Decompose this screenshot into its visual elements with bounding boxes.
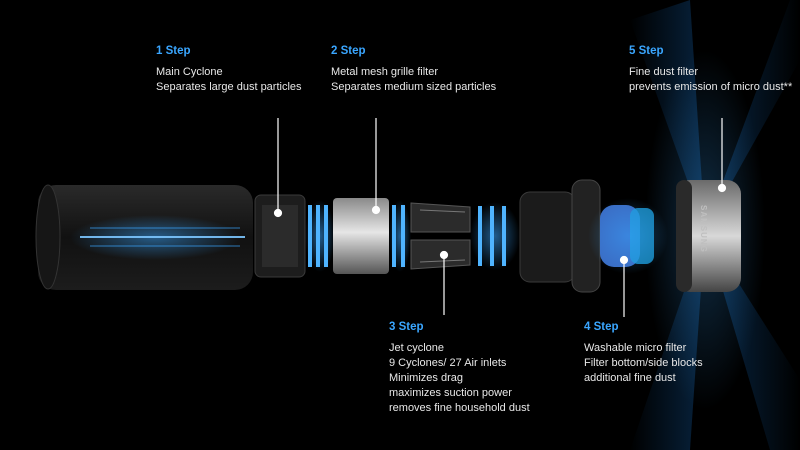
step-1-line-2: Separates large dust particles <box>156 81 302 93</box>
step-1-title: 1 Step <box>156 45 191 57</box>
blue-air-fins-3 <box>470 202 520 270</box>
fine-dust-filter <box>676 180 741 292</box>
main-cyclone-part <box>254 194 306 278</box>
step-1-line-1: Main Cyclone <box>156 66 223 78</box>
samsung-logo: SAMSUNG <box>699 205 708 253</box>
step-3-title: 3 Step <box>389 321 424 333</box>
step-2-title: 2 Step <box>331 45 366 57</box>
step-4-title: 4 Step <box>584 321 619 333</box>
step-3-line-5: removes fine household dust <box>389 402 530 414</box>
step-5-caption: 5 Step Fine dust filter prevents emissio… <box>629 44 792 95</box>
step-4-line-3: additional fine dust <box>584 372 676 384</box>
cyclone-housing <box>519 179 601 293</box>
step-pointer-lines <box>273 118 727 317</box>
step-3-caption: 3 Step Jet cyclone 9 Cyclones/ 27 Air in… <box>389 320 530 416</box>
step-4-caption: 4 Step Washable micro filter Filter bott… <box>584 320 703 386</box>
step-3-line-1: Jet cyclone <box>389 342 445 354</box>
blue-air-fins-2 <box>389 200 411 272</box>
jet-cyclone-cones <box>410 202 471 270</box>
step-1-caption: 1 Step Main Cyclone Separates large dust… <box>156 44 302 95</box>
step-2-line-2: Separates medium sized particles <box>331 81 497 93</box>
step-2-line-1: Metal mesh grille filter <box>331 66 438 78</box>
step-2-caption: 2 Step Metal mesh grille filter Separate… <box>331 44 496 95</box>
step-5-line-2: prevents emission of micro dust** <box>629 81 793 93</box>
step-5-line-1: Fine dust filter <box>629 66 699 78</box>
step-4-line-2: Filter bottom/side blocks <box>584 357 703 369</box>
metal-mesh-filter <box>333 198 389 274</box>
blue-air-fins-1 <box>305 200 335 272</box>
washable-micro-filter <box>588 198 668 274</box>
dust-cup <box>35 184 253 290</box>
step-3-line-2: 9 Cyclones/ 27 Air inlets <box>389 357 507 369</box>
step-4-line-1: Washable micro filter <box>584 342 687 354</box>
step-5-title: 5 Step <box>629 45 664 57</box>
step-3-line-4: maximizes suction power <box>389 387 512 399</box>
step-3-line-3: Minimizes drag <box>389 372 463 384</box>
